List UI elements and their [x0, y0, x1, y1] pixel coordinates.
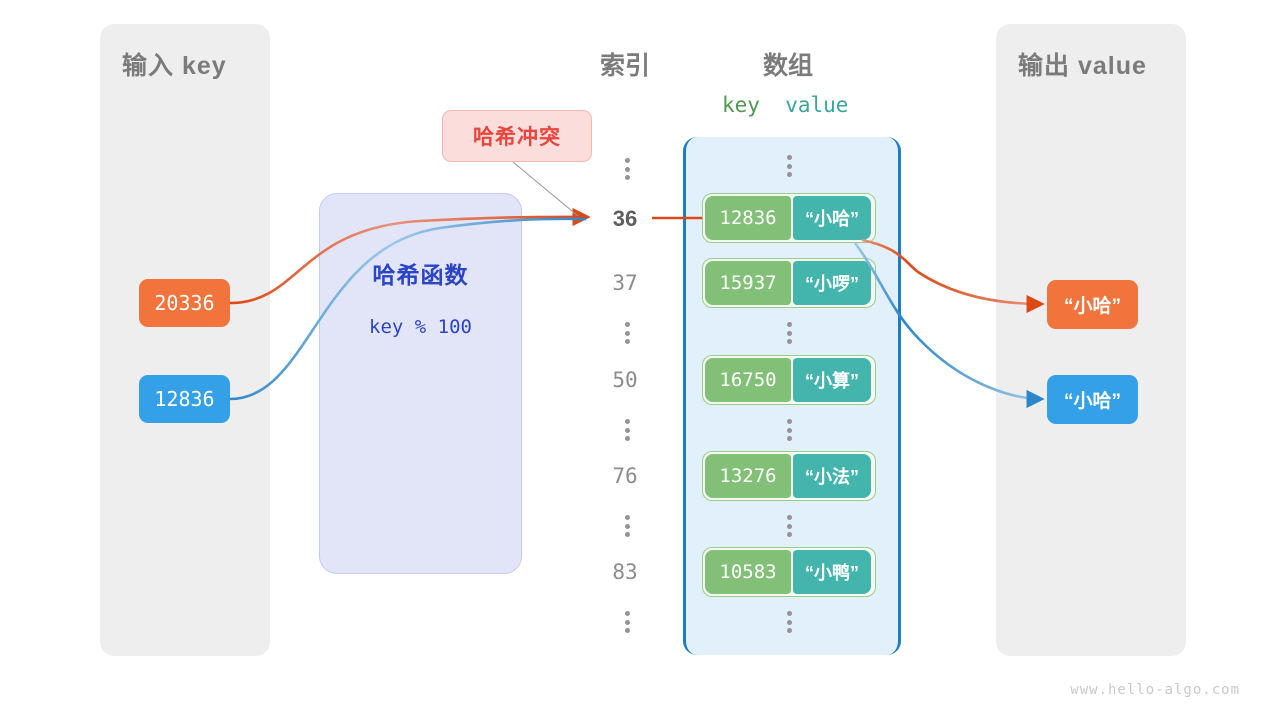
hash-function-title: 哈希函数 — [372, 262, 469, 288]
input-key-0: 20336 — [139, 279, 230, 327]
bucket-key-4: 10583 — [705, 550, 791, 594]
bucket-value-1: “小啰” — [793, 261, 871, 305]
array-ellipsis-3 — [781, 515, 797, 537]
bucket-row-1: 15937 “小啰” — [702, 258, 876, 308]
bucket-key-2: 16750 — [705, 358, 791, 402]
hash-function-formula: key % 100 — [369, 316, 472, 338]
output-value-0: “小哈” — [1047, 280, 1138, 329]
index-label-37: 37 — [612, 271, 638, 295]
bucket-value-2: “小算” — [793, 358, 871, 402]
hash-function-box: 哈希函数 key % 100 — [319, 193, 522, 574]
hash-collision-callout: 哈希冲突 — [442, 110, 592, 162]
index-ellipsis-1 — [619, 322, 635, 344]
index-label-50: 50 — [612, 368, 638, 392]
input-panel — [100, 24, 270, 656]
array-ellipsis-2 — [781, 419, 797, 441]
array-ellipsis-1 — [781, 322, 797, 344]
index-ellipsis-4 — [619, 611, 635, 633]
kv-header-value: value — [785, 93, 849, 117]
bucket-row-0: 12836 “小哈” — [702, 193, 876, 243]
bucket-row-3: 13276 “小法” — [702, 451, 876, 501]
index-ellipsis-0 — [619, 158, 635, 180]
index-label-76: 76 — [612, 464, 638, 488]
bucket-row-2: 16750 “小算” — [702, 355, 876, 405]
index-label-83: 83 — [612, 560, 638, 584]
bucket-key-3: 13276 — [705, 454, 791, 498]
bucket-row-4: 10583 “小鸭” — [702, 547, 876, 597]
output-value-1: “小哈” — [1047, 375, 1138, 424]
watermark: www.hello-algo.com — [1070, 682, 1240, 698]
index-ellipsis-3 — [619, 515, 635, 537]
kv-header-key: key — [722, 93, 760, 117]
array-column-header: 数组 — [762, 52, 813, 80]
callout-leader-line — [512, 161, 579, 217]
input-key-1: 12836 — [139, 375, 230, 423]
index-ellipsis-2 — [619, 419, 635, 441]
key-value-header: key value — [722, 93, 848, 117]
bucket-key-0: 12836 — [705, 196, 791, 240]
index-column-header: 索引 — [599, 52, 650, 80]
output-panel — [996, 24, 1186, 656]
input-panel-title: 输入 key — [122, 52, 227, 80]
array-ellipsis-4 — [781, 611, 797, 633]
bucket-value-3: “小法” — [793, 454, 871, 498]
bucket-value-4: “小鸭” — [793, 550, 871, 594]
array-ellipsis-0 — [781, 155, 797, 177]
index-label-36: 36 — [612, 206, 638, 231]
bucket-value-0: “小哈” — [793, 196, 871, 240]
bucket-key-1: 15937 — [705, 261, 791, 305]
output-panel-title: 输出 value — [1018, 52, 1147, 80]
